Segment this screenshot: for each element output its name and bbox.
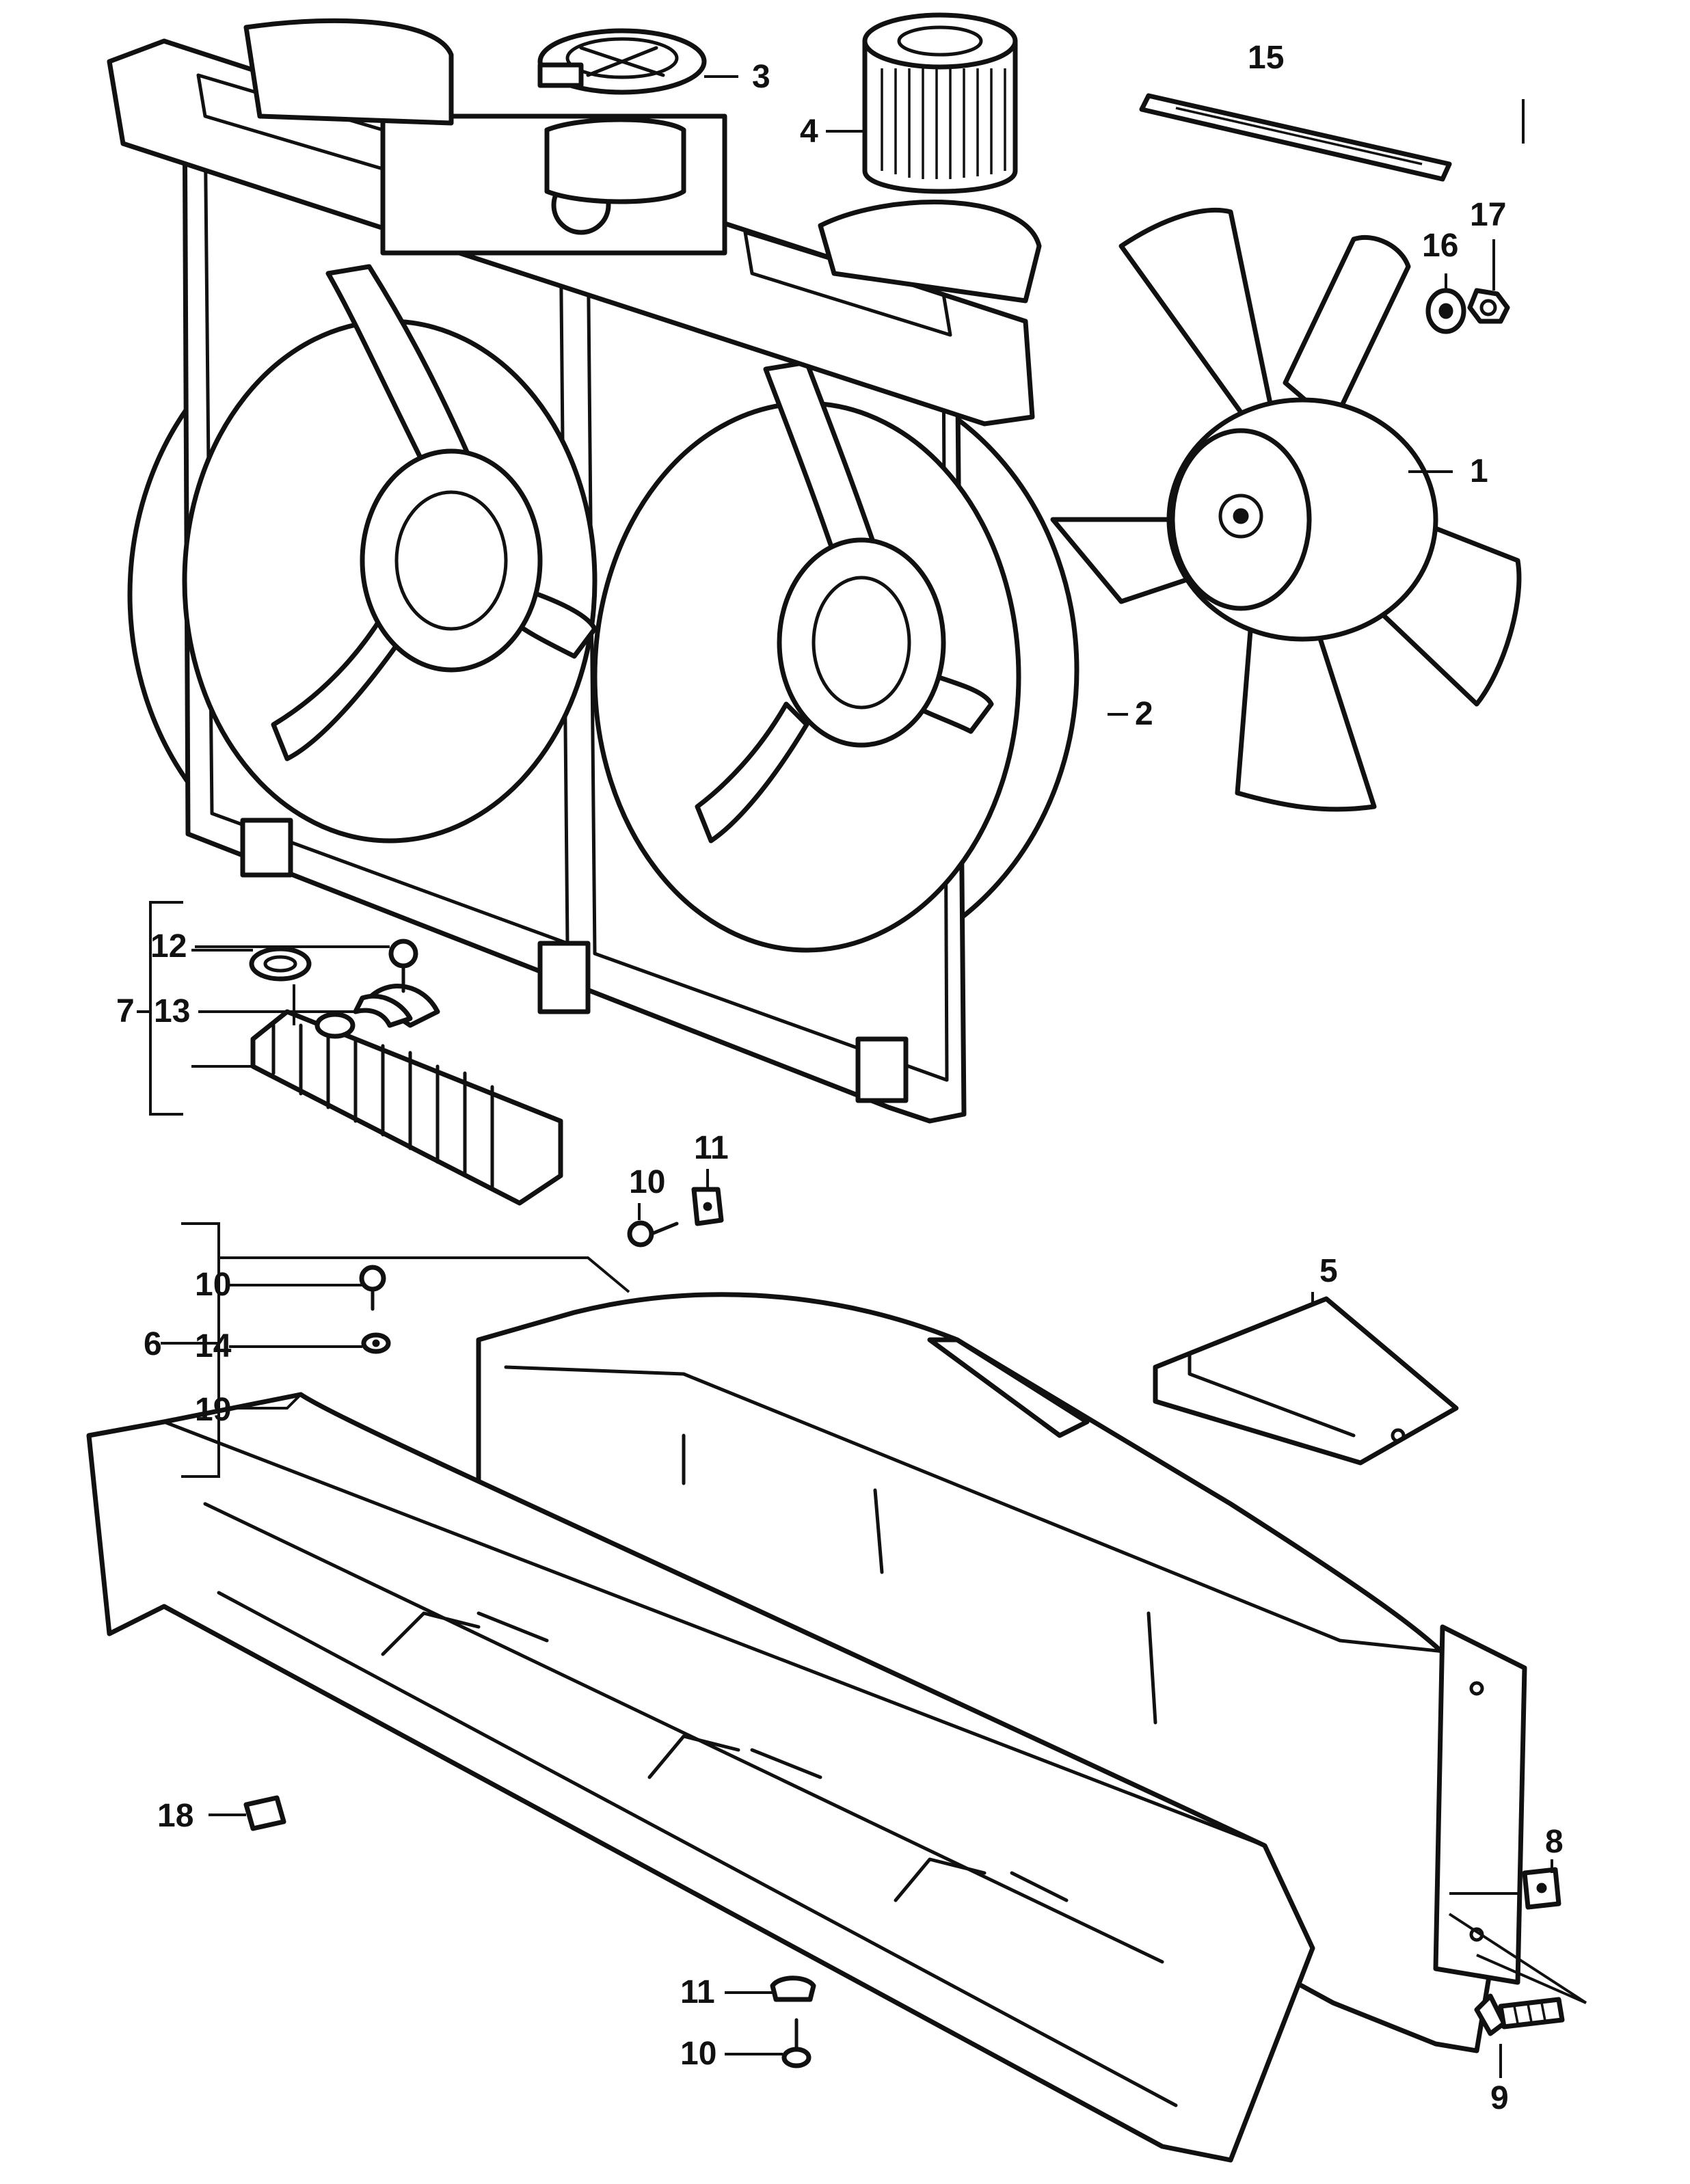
callout-2: 2 xyxy=(1135,696,1153,732)
callout-10-upper: 10 xyxy=(629,1164,665,1200)
clip-nut-11-lower xyxy=(770,1976,816,2002)
bolt-9 xyxy=(1474,1993,1565,2036)
callout-14: 14 xyxy=(195,1328,232,1364)
callout-6: 6 xyxy=(144,1326,162,1362)
callout-18: 18 xyxy=(157,1798,193,1834)
gasket-ring-13 xyxy=(249,946,312,982)
screw-10-upper xyxy=(627,1220,679,1248)
callout-8: 8 xyxy=(1545,1824,1564,1860)
screw-10-lower xyxy=(781,2018,812,2068)
clip-18 xyxy=(243,1795,286,1831)
callout-11-upper: 11 xyxy=(694,1130,729,1166)
callout-5: 5 xyxy=(1319,1253,1338,1289)
callout-1: 1 xyxy=(1470,453,1488,489)
leader-lines xyxy=(137,75,1587,2078)
callout-17: 17 xyxy=(1470,197,1506,233)
fan-wheel xyxy=(1050,208,1522,812)
fan-shroud xyxy=(107,18,1079,1124)
callout-12: 12 xyxy=(150,928,187,965)
reservoir-cap xyxy=(537,28,707,95)
callout-16: 16 xyxy=(1422,228,1458,264)
screw-10-mid xyxy=(359,1265,386,1311)
callout-labels: 1 2 3 4 5 6 7 8 9 10 10 10 11 11 12 13 1… xyxy=(116,40,1564,2116)
nut-17 xyxy=(1467,288,1510,324)
foam-strip xyxy=(1139,93,1452,182)
callout-10-lower: 10 xyxy=(680,2036,716,2072)
callout-3: 3 xyxy=(752,59,770,95)
washer-14 xyxy=(361,1332,391,1354)
filter-cartridge xyxy=(862,12,1018,194)
callout-19: 19 xyxy=(195,1392,231,1428)
callout-10-mid: 10 xyxy=(195,1267,231,1303)
foam-block-5 xyxy=(1153,1296,1459,1466)
washer-16 xyxy=(1425,288,1466,334)
callout-11-lower: 11 xyxy=(680,1974,715,2010)
callout-4: 4 xyxy=(800,113,818,150)
callout-7: 7 xyxy=(116,993,135,1029)
clamp-12 xyxy=(353,939,418,1028)
callout-13: 13 xyxy=(154,993,190,1029)
clip-nut-8 xyxy=(1522,1867,1561,1910)
clip-nut-11-upper xyxy=(691,1187,724,1226)
callout-15: 15 xyxy=(1248,40,1284,76)
callout-9: 9 xyxy=(1490,2080,1509,2116)
